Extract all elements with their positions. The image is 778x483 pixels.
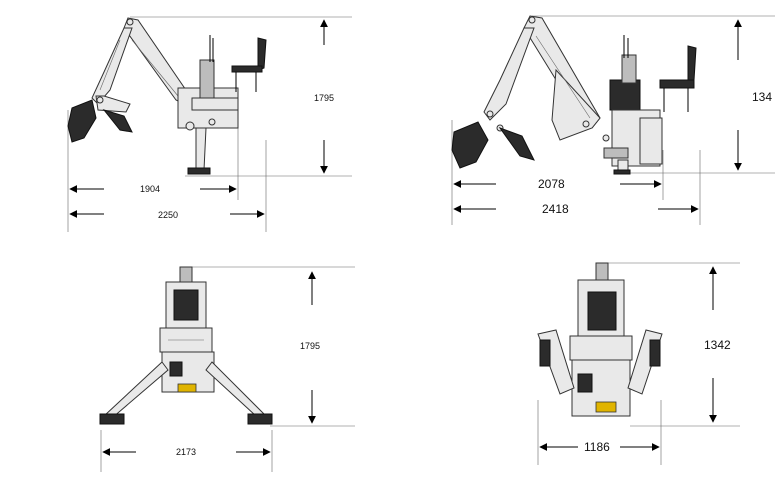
side-view-large: 134 2078 2418: [451, 15, 775, 225]
bucket-small: [67, 99, 133, 143]
reach-label-side-small: 1904: [140, 184, 160, 194]
rear-view-small: 1795 2173: [99, 266, 355, 472]
backhoe-arm-small: [91, 17, 191, 113]
seat-small: [231, 37, 267, 92]
side-view-small: 1795 1904 2250: [67, 16, 352, 232]
seat-large: [659, 45, 697, 112]
stabilizer-large: [613, 159, 631, 175]
frame-small: [177, 35, 239, 131]
reach-label-side-large: 2078: [538, 177, 565, 191]
width-label-rear-small: 2173: [176, 447, 196, 457]
bucket-large: [451, 121, 535, 169]
rear-body-large: [569, 262, 633, 417]
stabilizer-legs-small: [99, 361, 273, 425]
rear-body-small: [159, 266, 215, 393]
frame-large: [602, 35, 663, 167]
stabilizer-small: [187, 127, 211, 175]
height-label-side-large: 134: [752, 90, 772, 104]
stabilizer-legs-large: [537, 329, 663, 395]
length-label-side-large: 2418: [542, 202, 569, 216]
rear-view-large: 1342 1186: [537, 262, 740, 465]
height-label-rear-small: 1795: [300, 341, 320, 351]
width-label-rear-large: 1186: [584, 440, 610, 454]
length-label-side-small: 2250: [158, 210, 178, 220]
height-label-rear-large: 1342: [704, 338, 731, 352]
height-label-side-small: 1795: [314, 93, 334, 103]
backhoe-arm-large: [483, 15, 601, 141]
